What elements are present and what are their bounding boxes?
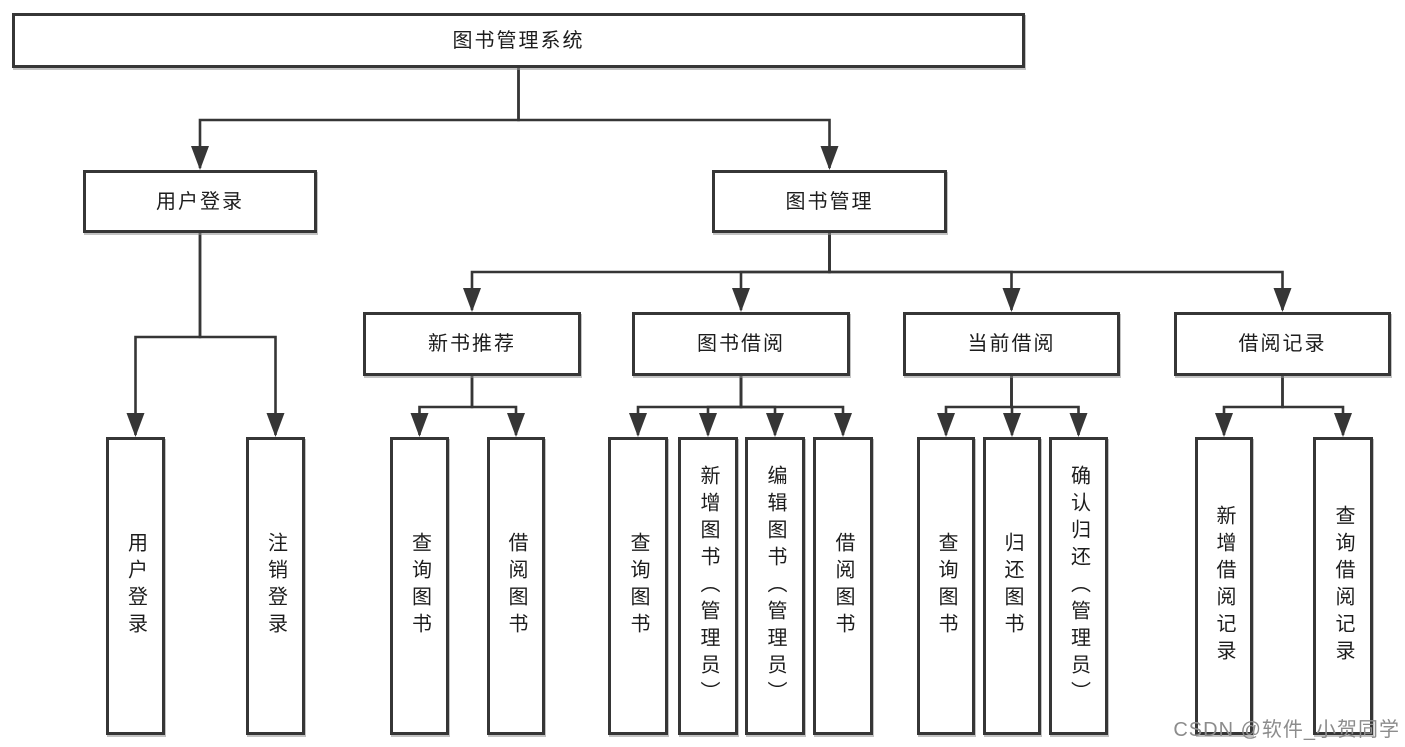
- node-book-mgmt: 图书管理: [712, 170, 947, 233]
- node-label-root: 图书管理系统: [452, 29, 585, 52]
- node-new-book-rec: 新书推荐: [363, 312, 581, 376]
- node-label-leaf-confirm-return: 确认归还（管理员）: [1067, 464, 1090, 708]
- node-label-leaf-logout: 注销登录: [264, 532, 287, 640]
- node-leaf-query-record: 查询借阅记录: [1313, 437, 1373, 735]
- node-leaf-query-books-1: 查询图书: [390, 437, 449, 735]
- edge-book-borrow-to-leaf-borrow-books-2: [739, 376, 852, 437]
- node-label-book-borrow: 图书借阅: [697, 333, 785, 355]
- node-label-user-login: 用户登录: [156, 190, 244, 213]
- node-leaf-return-book: 归还图书: [983, 437, 1041, 735]
- node-label-leaf-query-record: 查询借阅记录: [1332, 505, 1354, 667]
- node-label-leaf-return-book: 归还图书: [1001, 532, 1023, 640]
- edge-book-mgmt-to-borrow-records: [828, 233, 1292, 312]
- node-label-leaf-user-login: 用户登录: [124, 532, 147, 640]
- node-label-leaf-add-book: 新增图书（管理员）: [697, 464, 719, 708]
- node-label-new-book-rec: 新书推荐: [428, 333, 516, 355]
- node-book-borrow: 图书借阅: [632, 312, 850, 376]
- node-label-current-borrow: 当前借阅: [967, 333, 1056, 355]
- node-leaf-logout: 注销登录: [246, 437, 305, 735]
- edge-user-login-to-leaf-logout: [198, 233, 285, 437]
- node-label-leaf-query-books-1: 查询图书: [408, 532, 431, 640]
- node-label-leaf-edit-book: 编辑图书（管理员）: [764, 464, 786, 708]
- node-leaf-borrow-books-2: 借阅图书: [813, 437, 873, 735]
- node-leaf-query-books-3: 查询图书: [917, 437, 975, 735]
- node-borrow-records: 借阅记录: [1174, 312, 1391, 376]
- node-label-borrow-records: 借阅记录: [1238, 333, 1327, 355]
- node-user-login: 用户登录: [83, 170, 317, 233]
- node-leaf-user-login: 用户登录: [106, 437, 165, 735]
- node-label-leaf-query-books-2: 查询图书: [627, 532, 649, 640]
- node-leaf-borrow-books-1: 借阅图书: [487, 437, 545, 735]
- node-label-book-mgmt: 图书管理: [785, 190, 874, 213]
- node-label-leaf-add-record: 新增借阅记录: [1213, 505, 1235, 667]
- edge-root-to-book-mgmt: [517, 68, 839, 170]
- node-leaf-query-books-2: 查询图书: [608, 437, 668, 735]
- node-label-leaf-borrow-books-1: 借阅图书: [505, 532, 527, 640]
- node-label-leaf-query-books-3: 查询图书: [935, 532, 957, 640]
- edge-current-borrow-to-leaf-confirm-return: [1010, 376, 1088, 437]
- edge-new-book-rec-to-leaf-borrow-books-1: [470, 376, 525, 437]
- node-leaf-add-record: 新增借阅记录: [1195, 437, 1253, 735]
- node-leaf-confirm-return: 确认归还（管理员）: [1049, 437, 1108, 735]
- node-leaf-edit-book: 编辑图书（管理员）: [745, 437, 805, 735]
- node-current-borrow: 当前借阅: [903, 312, 1120, 376]
- node-root: 图书管理系统: [12, 13, 1025, 68]
- node-leaf-add-book: 新增图书（管理员）: [678, 437, 738, 735]
- edge-borrow-records-to-leaf-query-record: [1281, 376, 1352, 437]
- node-label-leaf-borrow-books-2: 借阅图书: [832, 532, 854, 640]
- edge-group: [126, 68, 1352, 437]
